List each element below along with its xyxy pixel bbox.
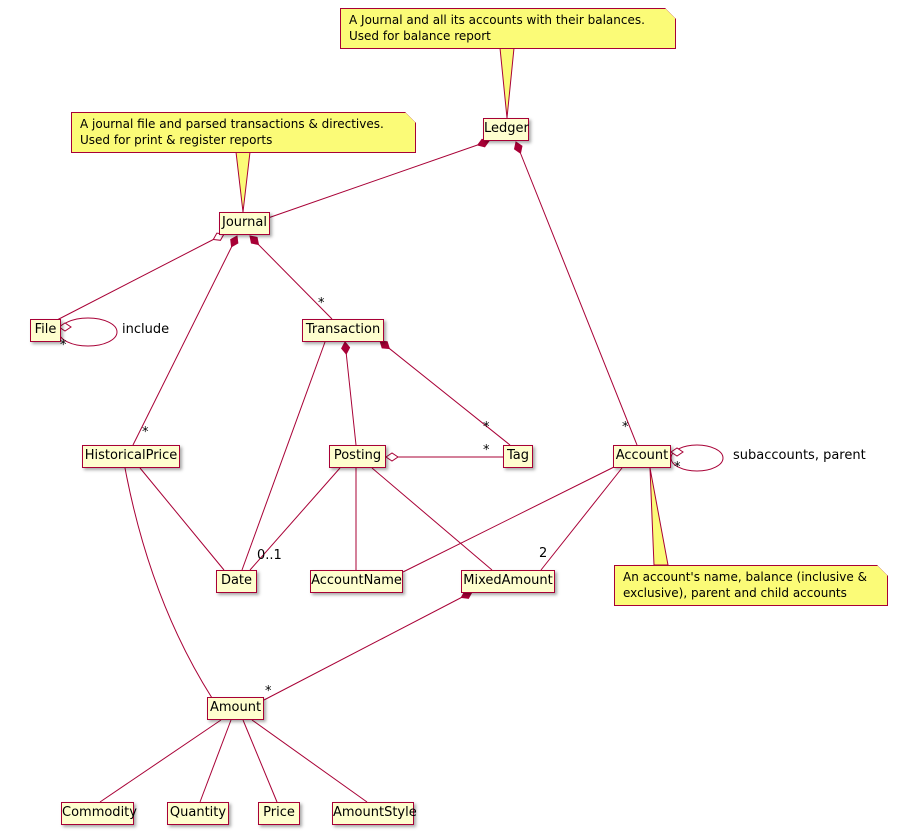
edge-posting-date bbox=[249, 467, 341, 571]
edge-posting-mixedamount bbox=[371, 467, 493, 571]
edge-amount-amountstyle bbox=[251, 719, 368, 803]
class-price: Price bbox=[258, 802, 300, 825]
multiplicity-mixedamount-amounts: * bbox=[265, 684, 272, 699]
class-posting: Posting bbox=[329, 445, 386, 468]
class-date: Date bbox=[216, 570, 257, 593]
composition-diamond-journal-historicalprice bbox=[230, 235, 239, 248]
multiplicity-journal-historicalprices: * bbox=[142, 425, 149, 440]
note-journal: A journal file and parsed transactions &… bbox=[71, 112, 416, 153]
note-ledger: A Journal and all its accounts with thei… bbox=[340, 8, 676, 49]
edge-journal-historicalprice bbox=[132, 235, 238, 446]
edge-journal-transaction bbox=[249, 235, 333, 320]
edge-historicalprice-amount bbox=[124, 467, 213, 699]
multiplicity-posting-tags: * bbox=[483, 443, 490, 458]
note-ledger-line1: A Journal and all its accounts with thei… bbox=[349, 13, 645, 27]
class-account: Account bbox=[613, 445, 671, 468]
class-quantity: Quantity bbox=[167, 802, 229, 825]
edge-ledger-journal bbox=[267, 140, 490, 219]
multiplicity-transaction-tags: * bbox=[483, 420, 490, 435]
note-journal-line1: A journal file and parsed transactions &… bbox=[80, 117, 384, 131]
class-mixedamount: MixedAmount bbox=[461, 570, 555, 593]
class-amountstyle: AmountStyle bbox=[332, 802, 417, 825]
multiplicity-journal-transactions: * bbox=[318, 296, 325, 311]
class-accountname: AccountName bbox=[310, 570, 403, 593]
edge-account-mixedamount bbox=[540, 467, 623, 571]
aggregation-diamond-account-selfloop bbox=[670, 447, 684, 457]
note-account: An account's name, balance (inclusive & … bbox=[614, 565, 888, 606]
note-connector-account bbox=[649, 467, 669, 566]
multiplicity-account-selfloop: * bbox=[674, 460, 681, 475]
edge-transaction-posting bbox=[344, 341, 357, 446]
class-amount: Amount bbox=[207, 697, 264, 720]
edge-historicalprice-date bbox=[139, 467, 225, 571]
class-file: File bbox=[30, 319, 61, 342]
class-journal: Journal bbox=[219, 212, 270, 235]
class-transaction: Transaction bbox=[302, 319, 384, 342]
aggregation-diamond-posting-tag bbox=[385, 452, 399, 462]
multiplicity-file-selfloop: * bbox=[60, 338, 67, 353]
composition-diamond-ledger-account bbox=[513, 141, 523, 154]
note-connector-ledger bbox=[499, 47, 515, 119]
edge-journal-file bbox=[56, 233, 225, 321]
multiplicity-ledger-accounts: * bbox=[622, 420, 629, 435]
edge-amount-commodity bbox=[99, 719, 222, 803]
aggregation-diamond-file-selfloop bbox=[58, 322, 72, 332]
composition-diamond-transaction-tag bbox=[379, 340, 391, 350]
class-commodity: Commodity bbox=[61, 802, 137, 825]
note-connector-journal bbox=[235, 151, 251, 213]
note-account-line2: exclusive), parent and child accounts bbox=[623, 586, 847, 600]
class-tag: Tag bbox=[503, 445, 533, 468]
edge-transaction-tag bbox=[379, 340, 511, 446]
composition-diamond-transaction-posting bbox=[341, 341, 351, 355]
edge-transaction-date bbox=[241, 341, 326, 571]
edge-file-self-loop bbox=[58, 317, 118, 347]
label-include: include bbox=[122, 322, 170, 337]
edge-account-accountname bbox=[402, 465, 617, 573]
class-ledger: Ledger bbox=[483, 118, 529, 141]
multiplicity-posting-date: 0..1 bbox=[257, 548, 282, 563]
composition-diamond-journal-transaction bbox=[249, 235, 260, 246]
edge-amount-price bbox=[242, 719, 278, 803]
edge-amount-quantity bbox=[199, 719, 232, 803]
edge-mixedamount-amount bbox=[263, 591, 473, 701]
class-historicalprice: HistoricalPrice bbox=[82, 445, 180, 468]
note-account-line1: An account's name, balance (inclusive & bbox=[623, 570, 867, 584]
edge-ledger-account bbox=[515, 141, 638, 446]
label-subaccounts-parent: subaccounts, parent bbox=[733, 448, 866, 463]
note-ledger-line2: Used for balance report bbox=[349, 29, 491, 43]
edge-account-self-loop bbox=[670, 444, 724, 472]
note-journal-line2: Used for print & register reports bbox=[80, 133, 273, 147]
multiplicity-account-mixedamount: 2 bbox=[539, 546, 548, 561]
